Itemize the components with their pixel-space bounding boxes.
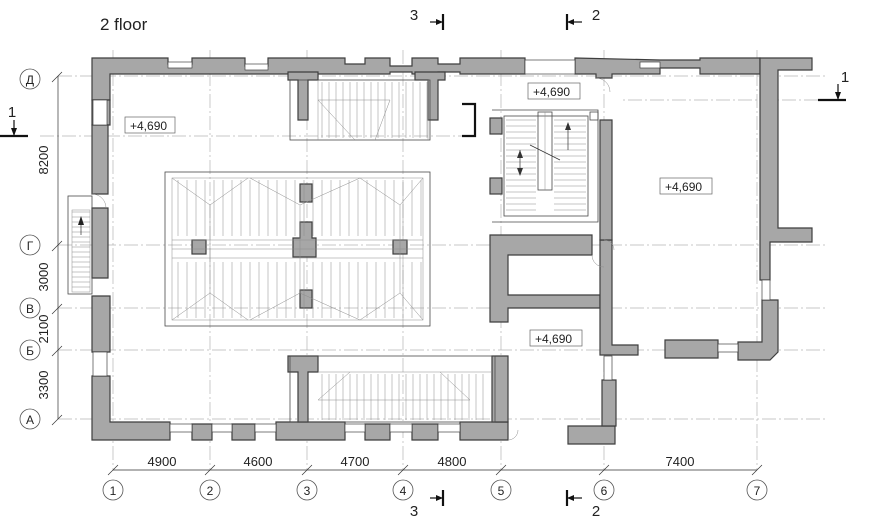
row-axis-bubble-3: [19, 297, 41, 319]
central-roof-plan: [164, 171, 431, 327]
stair-bottom: [289, 355, 496, 423]
horizontal-dim-3: 4700: [341, 454, 370, 469]
col-axis-label-1: 1: [110, 484, 117, 498]
row-axis-label-3: В: [26, 302, 34, 316]
horizontal-dim-4: 4800: [438, 454, 467, 469]
col-axis-bubble-1: [102, 479, 124, 501]
level-box-4: [529, 329, 583, 347]
col-axis-bubble-4: [392, 479, 414, 501]
section-1-left-label: 1: [8, 104, 16, 121]
row-axis-label-4: Б: [26, 344, 34, 358]
section-3-bottom-label: 3: [410, 503, 418, 520]
stair-top: [289, 79, 431, 141]
row-axis-label-5: А: [26, 413, 34, 427]
col-axis-bubble-3: [296, 479, 318, 501]
row-axis-bubble-1: [19, 68, 41, 90]
col-axis-label-5: 5: [498, 484, 505, 498]
section-3-top-label: 3: [410, 7, 418, 24]
row-axis-bubble-5: [19, 408, 41, 430]
windows: [92, 59, 771, 433]
level-label-3: +4,690: [665, 180, 702, 194]
level-label-4: +4,690: [535, 332, 572, 346]
row-axis-label-1: Д: [26, 73, 34, 87]
exterior-stair-left: [67, 195, 93, 295]
horizontal-dim-1: 4900: [148, 454, 177, 469]
grid-axes: [40, 50, 840, 470]
stairwell-right: [492, 109, 599, 223]
floor-title: 2 floor: [100, 15, 148, 34]
vertical-dim-2: 3000: [36, 263, 51, 292]
walls: [91, 57, 813, 445]
horizontal-dim-2: 4600: [244, 454, 273, 469]
door-swings: [91, 77, 615, 441]
row-axis-bubble-4: [19, 339, 41, 361]
col-axis-bubble-2: [199, 479, 221, 501]
level-label-2: +4,690: [533, 85, 570, 99]
horizontal-dim-5: 7400: [666, 454, 695, 469]
level-box-3: [659, 177, 713, 195]
level-label-1: +4,690: [130, 119, 167, 133]
section-2-bottom-label: 2: [592, 503, 600, 520]
axis-ticks: [51, 71, 763, 476]
col-axis-bubble-7: [746, 479, 768, 501]
vertical-dim-3: 2100: [36, 315, 51, 344]
section-1-right-label: 1: [841, 69, 849, 86]
row-axis-label-2: Г: [27, 239, 34, 253]
col-axis-label-4: 4: [400, 484, 407, 498]
vertical-dim-4: 3300: [36, 371, 51, 400]
col-axis-label-6: 6: [601, 484, 608, 498]
section-marks: [0, 14, 846, 506]
vertical-dim-1: 8200: [36, 146, 51, 175]
row-axis-bubble-2: [19, 234, 41, 256]
section-2-top-label: 2: [592, 7, 600, 24]
col-axis-bubble-5: [490, 479, 512, 501]
col-axis-label-3: 3: [304, 484, 311, 498]
col-axis-label-7: 7: [754, 484, 761, 498]
level-box-2: [527, 82, 581, 100]
col-axis-bubble-6: [593, 479, 615, 501]
level-box-1: [124, 116, 176, 134]
col-axis-label-2: 2: [207, 484, 214, 498]
